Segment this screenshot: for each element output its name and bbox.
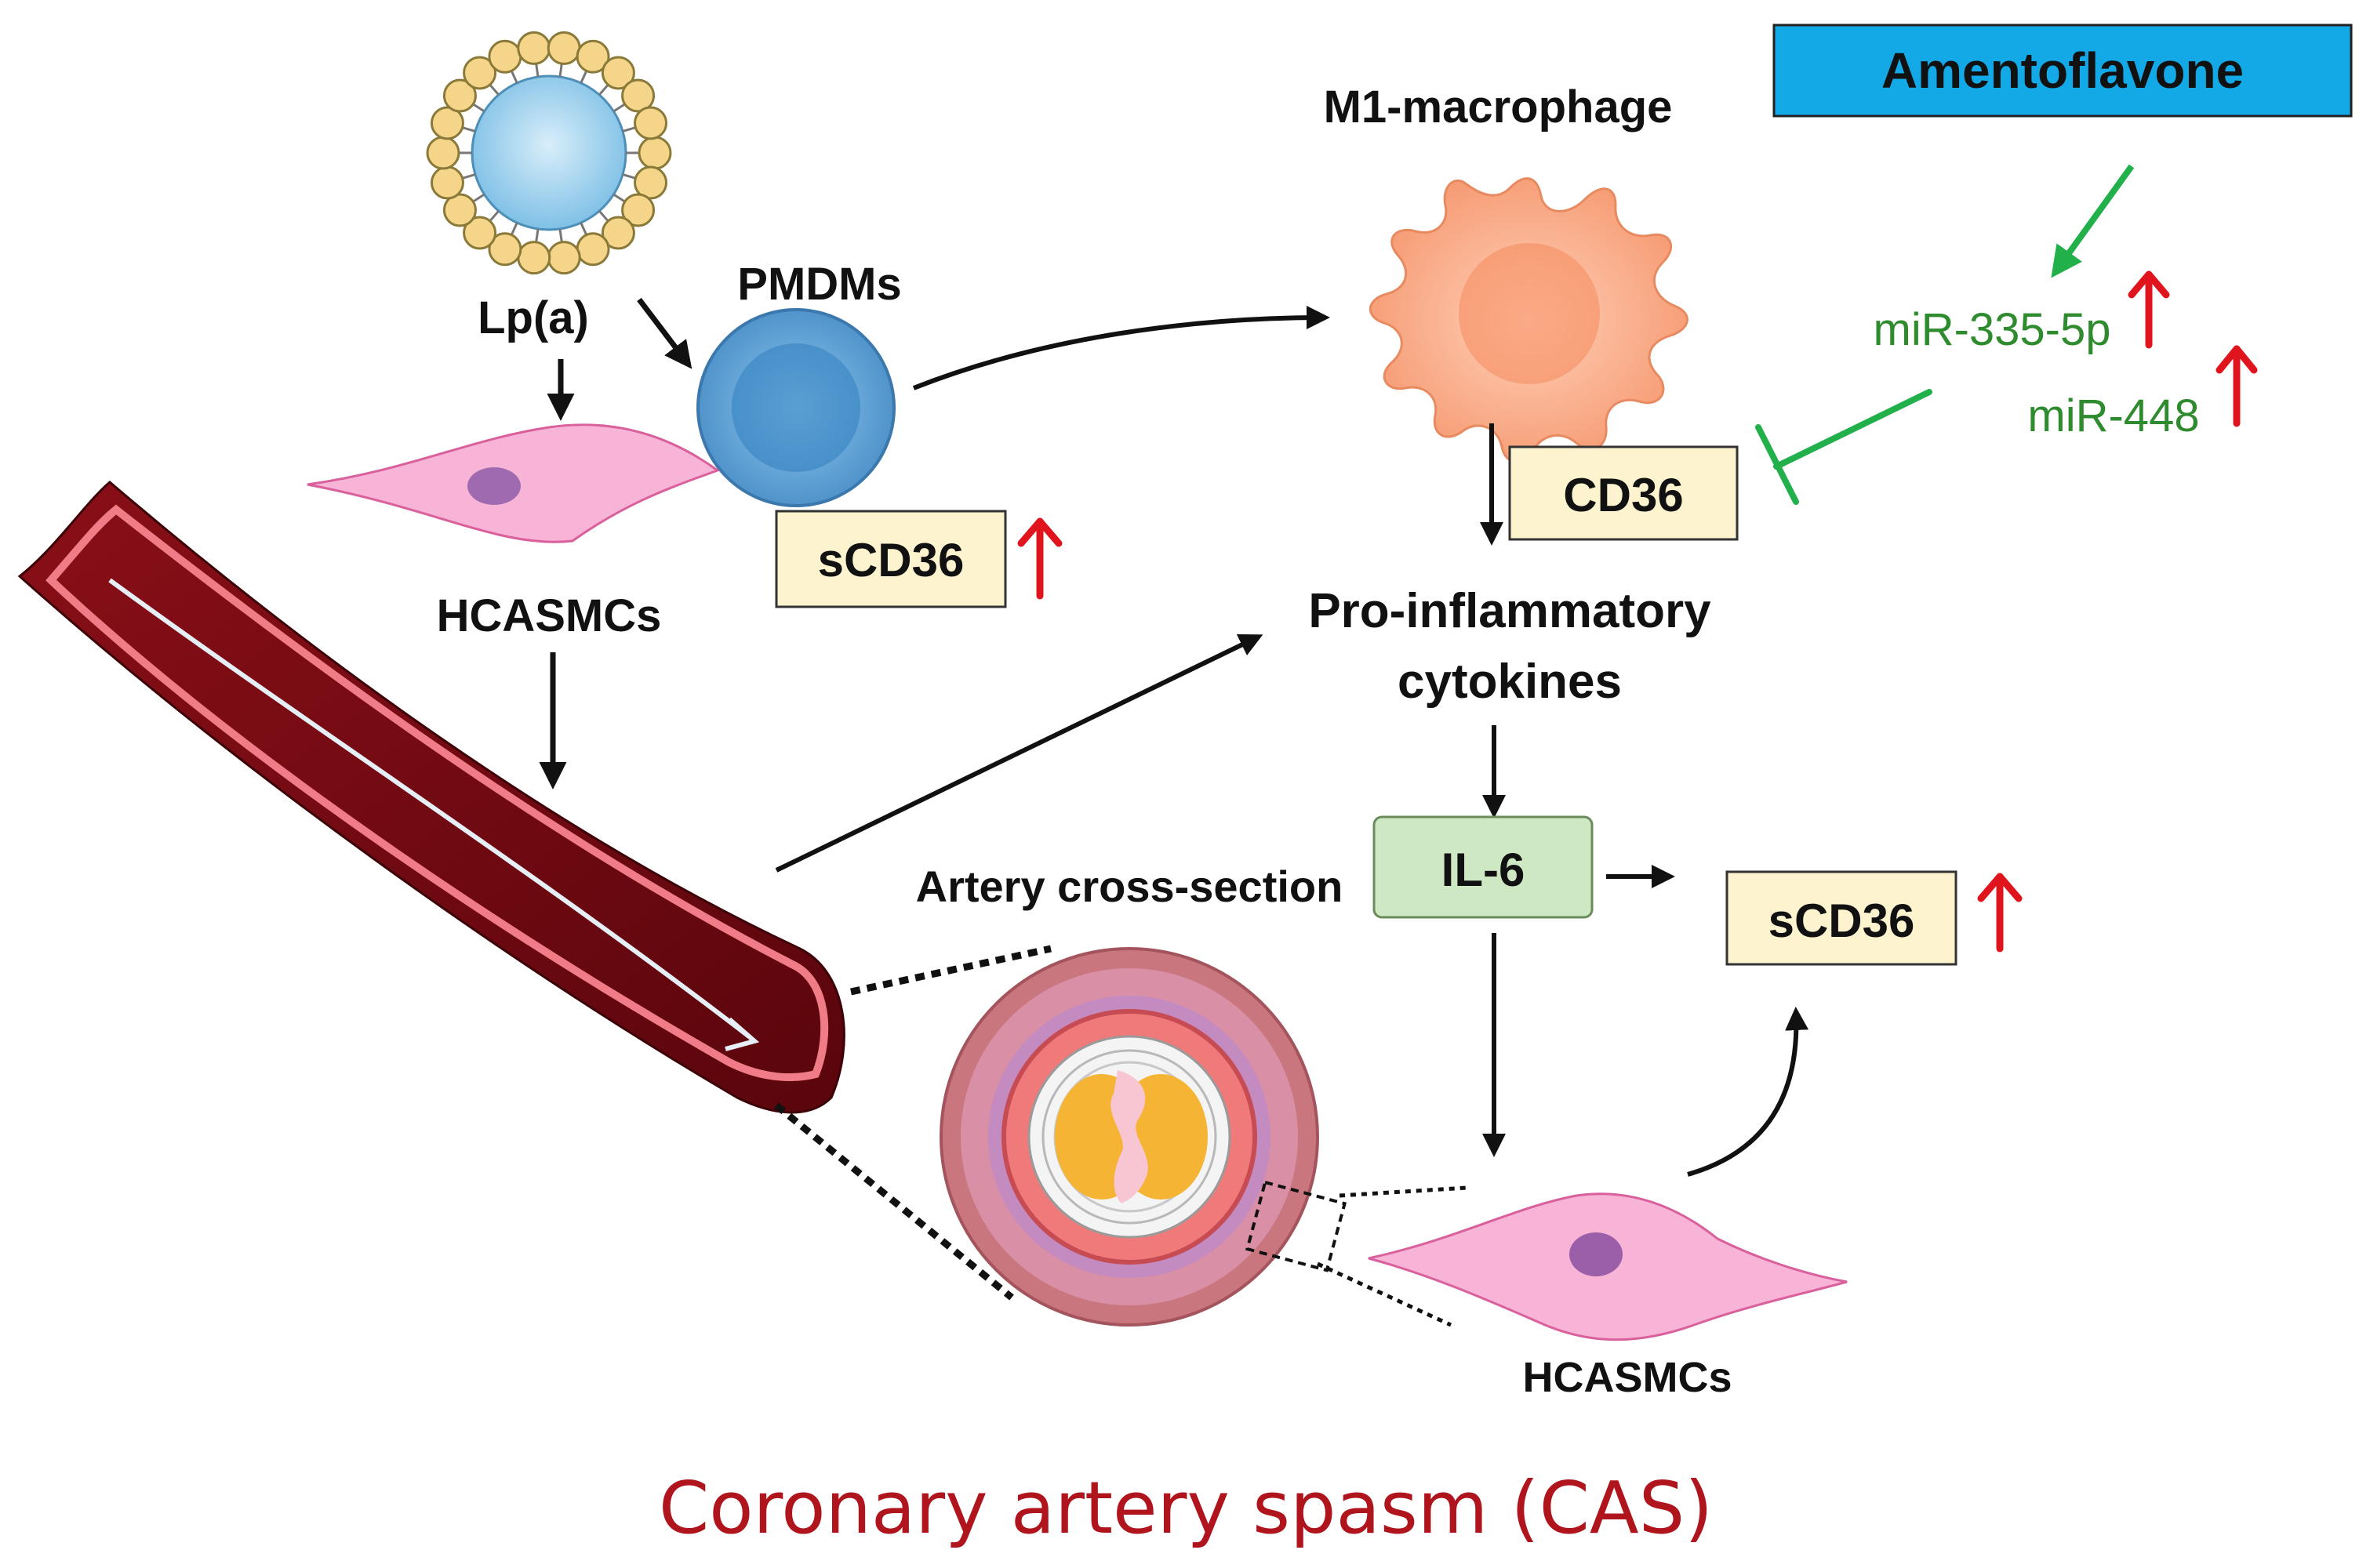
lipid-bead	[638, 136, 672, 170]
lipid-bead	[517, 31, 551, 65]
amentoflavone-to-mirna-arrow	[2051, 164, 2135, 278]
monocyte-icon	[696, 308, 896, 507]
inhibition-arrow	[1755, 389, 1932, 505]
amentoflavone-label: Amentoflavone	[1881, 42, 2244, 99]
lipid-bead	[621, 193, 656, 227]
up-arrow-icon	[1017, 517, 1063, 600]
smooth-muscle-cell-icon	[307, 423, 721, 543]
lipid-bead	[601, 216, 635, 250]
cd36-box: CD36	[1508, 445, 1739, 541]
cytokines-label: cytokines	[1398, 655, 1622, 709]
zoom-connector	[1339, 1185, 1467, 1198]
lipid-bead	[547, 241, 581, 275]
zoom-connector	[1316, 1261, 1452, 1327]
up-arrow-icon	[1977, 873, 2023, 953]
macrophage-icon	[1369, 177, 1688, 463]
pro-inflammatory-label: Pro-inflammatory	[1308, 584, 1711, 638]
lipid-bead	[517, 241, 551, 275]
hcasmc-to-scd36-arrow	[1687, 1007, 1809, 1177]
lipid-bead	[634, 106, 668, 140]
zoom-connector	[850, 945, 1052, 996]
lipid-bead	[463, 56, 497, 90]
lipid-bead	[634, 165, 668, 200]
hcasmcs-bottom-label: HCASMCs	[1522, 1354, 1732, 1401]
lipid-bead	[576, 232, 610, 267]
mir-448-label: miR-448	[2027, 390, 2199, 441]
scd36-left-label: sCD36	[818, 534, 965, 586]
lipid-bead	[547, 31, 581, 65]
lipid-bead	[463, 216, 497, 250]
smooth-muscle-cell-icon	[1368, 1192, 1848, 1341]
lipoprotein-icon	[426, 31, 672, 275]
zoom-connector	[774, 1102, 1014, 1301]
lipid-bead	[488, 39, 522, 74]
lipid-bead	[430, 165, 464, 200]
mir-335-label: miR-335-5p	[1874, 304, 2111, 355]
lipid-bead	[488, 232, 522, 267]
lipid-bead	[601, 56, 635, 90]
lipid-bead	[576, 39, 610, 74]
lpa-to-pmdm-arrow	[637, 297, 692, 369]
diagram-title: Coronary artery spasm (CAS)	[659, 1466, 1713, 1550]
pmdms-label: PMDMs	[737, 259, 901, 310]
artery-to-cytokines-arrow	[775, 633, 1263, 873]
scd36-right-box: sCD36	[1725, 870, 1957, 966]
artery-cross-section-icon	[940, 947, 1347, 1327]
hcasmcs-top-label: HCASMCs	[437, 590, 662, 641]
lipid-bead	[426, 136, 460, 170]
m1-macrophage-label: M1-macrophage	[1324, 82, 1673, 132]
up-arrow-icon	[2128, 270, 2170, 349]
pmdm-to-macrophage-arrow	[912, 306, 1330, 390]
amentoflavone-box: Amentoflavone	[1772, 24, 2353, 118]
artery-cross-section-label: Artery cross-section	[916, 862, 1343, 911]
artery-icon	[17, 481, 845, 1114]
cd36-label: CD36	[1563, 469, 1683, 521]
scd36-right-label: sCD36	[1768, 895, 1915, 947]
lipid-bead	[621, 78, 656, 113]
il6-label: IL-6	[1441, 844, 1525, 896]
up-arrow-icon	[2216, 345, 2258, 427]
lpa-label: Lp(a)	[478, 292, 589, 343]
lipid-bead	[442, 193, 477, 227]
scd36-left-box: sCD36	[775, 510, 1007, 608]
lipid-bead	[430, 106, 464, 140]
lipid-bead	[442, 78, 477, 113]
il6-box: IL-6	[1372, 815, 1594, 919]
